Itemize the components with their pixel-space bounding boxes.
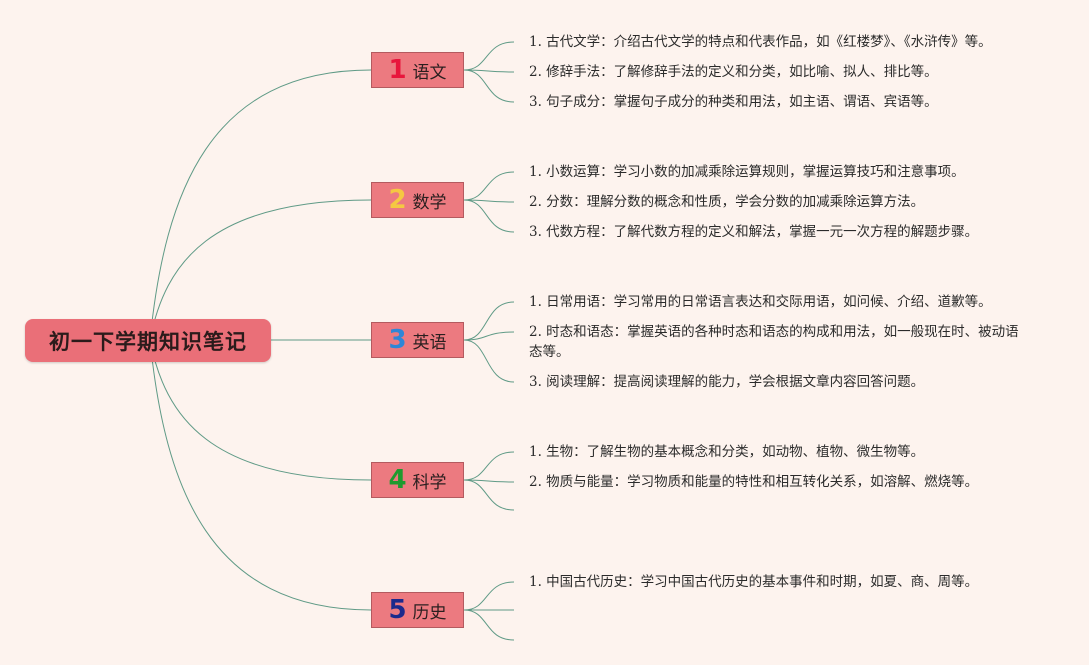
subject-node-history[interactable]: 5 历史 (371, 592, 464, 628)
leaf-branch-line (463, 339, 515, 383)
leaf-branch-line (463, 451, 515, 481)
point-item[interactable]: 1. 古代文学：介绍古代文学的特点和代表作品，如《红楼梦》、《水浒传》等。 (529, 34, 992, 50)
root-branch-line (149, 69, 372, 341)
subject-node-chinese[interactable]: 1 语文 (371, 52, 464, 88)
leaf-branch-line (463, 331, 515, 341)
point-item[interactable]: 1. 中国古代历史：学习中国古代历史的基本事件和时期，如夏、商、周等。 (529, 574, 979, 590)
point-item[interactable]: 3. 阅读理解：提高阅读理解的能力，学会根据文章内容回答问题。 (529, 374, 925, 390)
point-item[interactable]: 2. 时态和语态：掌握英语的各种时态和语态的构成和用法，如一般现在时、被动语态等… (529, 324, 1019, 360)
root-topic-label: 初一下学期知识笔记 (49, 329, 247, 354)
root-branch-line (149, 339, 372, 611)
subject-label: 语文 (412, 62, 447, 83)
leaf-branch-line (463, 581, 515, 611)
leaf-branch-line (463, 301, 515, 341)
leaf-branch-line (463, 69, 515, 103)
point-item[interactable]: 1. 生物：了解生物的基本概念和分类，如动物、植物、微生物等。 (529, 444, 925, 460)
point-item[interactable]: 1. 小数运算：学习小数的加减乘除运算规则，掌握运算技巧和注意事项。 (529, 164, 965, 180)
number-2-icon: 2 (388, 185, 407, 215)
number-1-icon: 1 (388, 55, 407, 85)
point-item[interactable]: 3. 句子成分：掌握句子成分的种类和用法，如主语、谓语、宾语等。 (529, 94, 938, 110)
leaf-branch-line (463, 479, 515, 511)
point-item[interactable]: 2. 分数：理解分数的概念和性质，学会分数的加减乘除运算方法。 (529, 194, 925, 210)
point-item[interactable]: 1. 日常用语：学习常用的日常语言表达和交际用语，如问候、介绍、道歉等。 (529, 294, 992, 310)
leaf-branch-line (463, 69, 515, 73)
number-3-icon: 3 (388, 325, 407, 355)
subject-label: 英语 (412, 332, 447, 353)
root-topic[interactable]: 初一下学期知识笔记 (25, 319, 271, 362)
subject-node-science[interactable]: 4 科学 (371, 462, 464, 498)
subject-node-english[interactable]: 3 英语 (371, 322, 464, 358)
number-5-icon: 5 (388, 595, 407, 625)
subject-label: 科学 (412, 472, 447, 493)
leaf-branch-line (463, 199, 515, 233)
root-branch-line (149, 339, 372, 481)
leaf-branch-line (463, 171, 515, 201)
root-branch-line (149, 199, 372, 341)
leaf-branch-line (463, 199, 515, 203)
leaf-branch-line (463, 609, 515, 641)
subject-node-math[interactable]: 2 数学 (371, 182, 464, 218)
leaf-branch-line (463, 41, 515, 71)
point-item[interactable]: 2. 物质与能量：学习物质和能量的特性和相互转化关系，如溶解、燃烧等。 (529, 474, 979, 490)
point-item[interactable]: 2. 修辞手法：了解修辞手法的定义和分类，如比喻、拟人、排比等。 (529, 64, 938, 80)
point-item[interactable]: 3. 代数方程：了解代数方程的定义和解法，掌握一元一次方程的解题步骤。 (529, 224, 979, 240)
number-4-icon: 4 (388, 465, 407, 495)
subject-label: 数学 (412, 192, 447, 213)
subject-label: 历史 (412, 602, 447, 623)
